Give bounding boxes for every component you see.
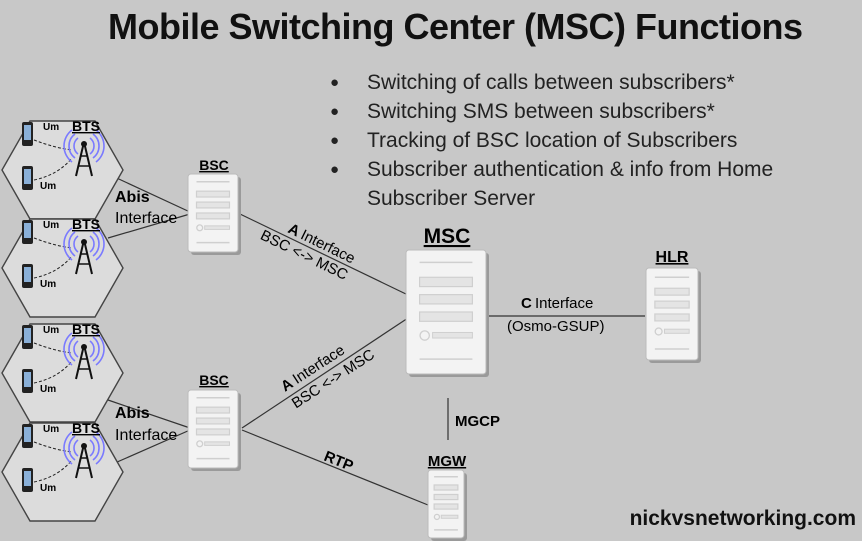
um-label: Um (40, 181, 56, 192)
phone-icon (22, 468, 33, 492)
rtp-link (241, 429, 429, 506)
c-interface-sub: (Osmo-GSUP) (507, 318, 605, 335)
connection-lines (107, 173, 645, 506)
msc-server-icon (405, 249, 489, 377)
mgw-server-icon (427, 469, 467, 541)
radio-waves-icon (63, 227, 105, 261)
msc-function-list: Switching of calls between subscribers* … (330, 68, 850, 213)
server-group (187, 173, 701, 541)
site-credit: nickvsnetworking.com (629, 507, 856, 530)
phone-icon (22, 166, 33, 190)
bts-label: BTS (72, 216, 100, 232)
bsc-label: BSC (199, 157, 229, 173)
um-label: Um (43, 325, 59, 336)
function-item: Tracking of BSC location of Subscribers (330, 126, 850, 155)
phone-icon (22, 325, 33, 349)
hlr-server-icon (645, 267, 701, 363)
bts-label: BTS (72, 420, 100, 436)
abis-interface-label: Interface (115, 427, 177, 444)
abis-link (107, 213, 191, 239)
abis-interface-label: Interface (115, 210, 177, 227)
bts-tower-icon (75, 443, 93, 479)
page-title: Mobile Switching Center (MSC) Functions (108, 6, 803, 47)
cell-hexagon (1, 422, 124, 522)
hlr-label: HLR (656, 249, 689, 266)
abis-link (107, 399, 191, 429)
abis-link (107, 173, 191, 213)
abis-link (107, 429, 191, 467)
function-item: Subscriber authentication & info from Ho… (330, 155, 850, 213)
phone-icon (22, 264, 33, 288)
phone-icon (22, 122, 33, 146)
a-interface-link (241, 317, 409, 429)
radio-waves-icon (63, 129, 105, 163)
radio-waves-icon (63, 332, 105, 366)
function-item: Switching of calls between subscribers* (330, 68, 850, 97)
rtp-label-group: RTP (322, 448, 356, 475)
um-label: Um (40, 279, 56, 290)
msc-label: MSC (424, 225, 471, 248)
phone-icon (22, 220, 33, 244)
phone-icon (22, 369, 33, 393)
bts-tower-icon (75, 141, 93, 177)
c-interface-text: Interface (535, 295, 593, 312)
cell-hexagon (1, 218, 124, 318)
abis-label: Abis (115, 405, 150, 422)
function-item: Switching SMS between subscribers* (330, 97, 850, 126)
rtp-label: RTP (322, 448, 356, 475)
phone-icon (22, 424, 33, 448)
bts-tower-icon (75, 344, 93, 380)
um-label: Um (43, 220, 59, 231)
mgw-label: MGW (428, 453, 467, 470)
bsc-server-icon (187, 173, 241, 255)
bts-label: BTS (72, 321, 100, 337)
bts-label: BTS (72, 118, 100, 134)
cell-hexagon (1, 323, 124, 423)
bsc-server-icon (187, 389, 241, 471)
bts-tower-icon (75, 239, 93, 275)
radio-waves-icon (63, 431, 105, 465)
bsc-label: BSC (199, 372, 229, 388)
um-label: Um (43, 122, 59, 133)
cell-hexagon (1, 120, 124, 220)
a-interface-upper-label: A Interface BSC <-> MSC (258, 220, 358, 284)
abis-label: Abis (115, 189, 150, 206)
um-label: Um (40, 384, 56, 395)
um-label: Um (40, 483, 56, 494)
a-interface-link (239, 213, 409, 296)
c-interface-letter: C (521, 295, 532, 312)
um-label: Um (43, 424, 59, 435)
mgcp-label: MGCP (455, 413, 500, 430)
